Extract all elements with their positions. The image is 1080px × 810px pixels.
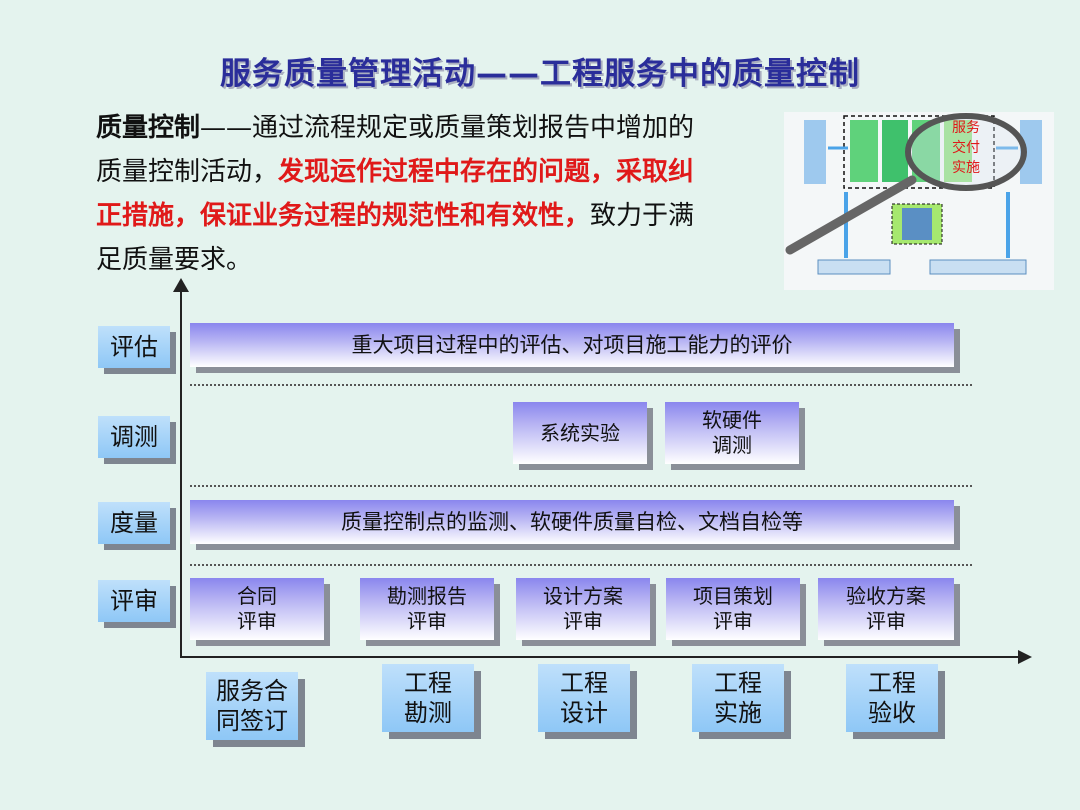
review-box-design-plan: 设计方案 评审 bbox=[516, 578, 650, 640]
intro-highlight: 发现运作过程中存在的问题，采取纠正措施，保证业务过程的规范性和有效性， bbox=[96, 157, 695, 231]
flow-thumbnail-image: 服务 交付 实施 bbox=[784, 112, 1054, 290]
y-axis-arrow-icon bbox=[173, 278, 189, 292]
stage-contract-signing: 服务合 同签订 bbox=[206, 672, 298, 740]
row-label-evaluation: 评估 bbox=[98, 326, 170, 368]
row-divider bbox=[190, 384, 972, 386]
magnifier-text-2: 交付 bbox=[952, 139, 980, 156]
testing-box-system-experiment: 系统实验 bbox=[513, 402, 647, 464]
intro-paragraph: 质量控制——通过流程规定或质量策划报告中增加的质量控制活动，发现运作过程中存在的… bbox=[96, 106, 696, 282]
testing-box-hw-sw-debug: 软硬件 调测 bbox=[665, 402, 799, 464]
row-divider bbox=[190, 485, 972, 487]
measurement-bar: 质量控制点的监测、软硬件质量自检、文档自检等 bbox=[190, 500, 954, 544]
row-label-testing: 调测 bbox=[98, 416, 170, 458]
row-label-measurement: 度量 bbox=[98, 502, 170, 544]
row-label-review: 评审 bbox=[98, 580, 170, 622]
x-axis bbox=[180, 656, 1022, 658]
stage-survey: 工程 勘测 bbox=[382, 664, 474, 732]
row-divider bbox=[190, 564, 972, 566]
y-axis bbox=[180, 288, 182, 656]
magnifier-text-1: 服务 bbox=[952, 120, 980, 136]
review-box-acceptance-plan: 验收方案 评审 bbox=[818, 578, 954, 640]
review-box-survey-report: 勘测报告 评审 bbox=[360, 578, 494, 640]
magnifier-text-3: 实施 bbox=[952, 160, 980, 176]
review-box-project-planning: 项目策划 评审 bbox=[666, 578, 800, 640]
slide-title: 服务质量管理活动——工程服务中的质量控制 bbox=[220, 56, 860, 92]
intro-text-2: 致力于满足质量要求。 bbox=[96, 201, 695, 275]
intro-text-1: ——通过流程规定或质量策划报告中增加的质量控制活动， bbox=[96, 113, 695, 187]
review-box-contract: 合同 评审 bbox=[190, 578, 324, 640]
evaluation-bar: 重大项目过程中的评估、对项目施工能力的评价 bbox=[190, 323, 954, 367]
stage-implementation: 工程 实施 bbox=[692, 664, 784, 732]
stage-design: 工程 设计 bbox=[538, 664, 630, 732]
intro-term: 质量控制 bbox=[96, 113, 201, 143]
x-axis-arrow-icon bbox=[1018, 650, 1032, 664]
stage-acceptance: 工程 验收 bbox=[846, 664, 938, 732]
